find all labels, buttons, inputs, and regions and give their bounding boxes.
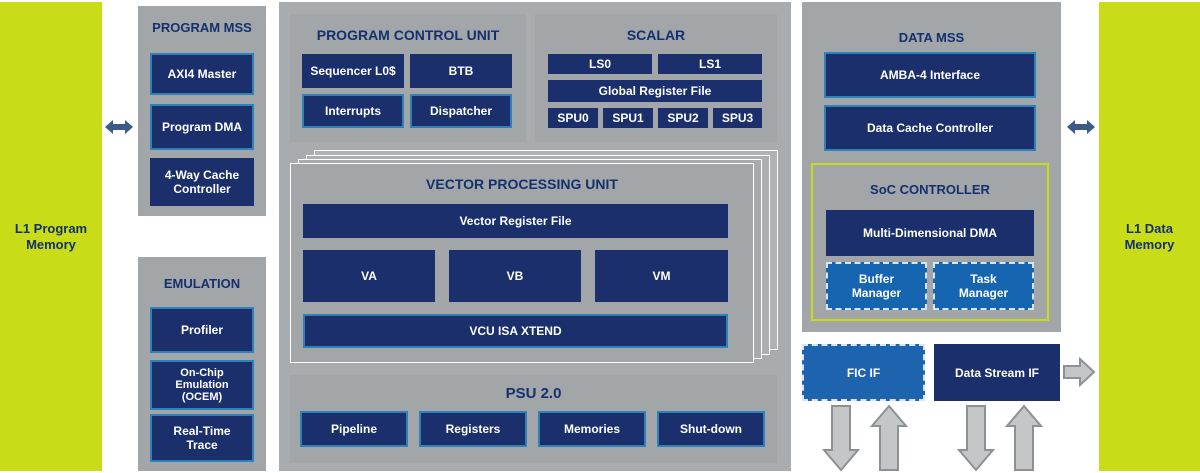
- scalar-title: SCALAR: [626, 27, 686, 43]
- shutdown-label: Shut-down: [680, 422, 742, 436]
- registers-block: Registers: [419, 411, 527, 447]
- ls1-block: LS1: [658, 54, 762, 74]
- ls1-label: LS1: [698, 57, 721, 71]
- vector-register-file-block: Vector Register File: [303, 204, 728, 238]
- data-stream-down-arrow: [957, 405, 995, 472]
- global-register-file-block: Global Register File: [548, 80, 762, 102]
- l1-program-memory-label: L1 Program Memory: [14, 220, 88, 252]
- spu1-label: SPU1: [612, 111, 644, 125]
- spu1-block: SPU1: [603, 108, 653, 128]
- program-mss-title: PROGRAM MSS: [152, 20, 252, 35]
- emulation-title: EMULATION: [163, 276, 241, 291]
- program-control-unit-panel: PROGRAM CONTROL UNIT Sequencer L0$ BTB I…: [290, 14, 526, 142]
- spu2-label: SPU2: [667, 111, 699, 125]
- vcu-isa-xtend-block: VCU ISA XTEND: [303, 314, 728, 348]
- program-mss-panel: PROGRAM MSS AXI4 Master Program DMA 4-Wa…: [138, 6, 266, 216]
- emulation-panel: EMULATION Profiler On-Chip Emulation (OC…: [138, 257, 266, 471]
- interrupts-label: Interrupts: [324, 104, 381, 118]
- sequencer-block: Sequencer L0$: [302, 54, 404, 88]
- data-cache-controller-label: Data Cache Controller: [866, 121, 994, 135]
- btb-label: BTB: [448, 64, 474, 78]
- l1-data-memory: L1 Data Memory: [1099, 2, 1200, 471]
- va-block: VA: [303, 250, 435, 302]
- ocem-block: On-Chip Emulation (OCEM): [150, 360, 254, 410]
- axi4-master-label: AXI4 Master: [167, 67, 237, 81]
- dispatcher-block: Dispatcher: [410, 94, 512, 128]
- sequencer-label: Sequencer L0$: [310, 64, 396, 78]
- vcu-isa-xtend-label: VCU ISA XTEND: [469, 324, 562, 338]
- profiler-label: Profiler: [180, 323, 223, 337]
- profiler-block: Profiler: [150, 307, 254, 353]
- ocem-label: On-Chip Emulation (OCEM): [175, 367, 229, 403]
- data-mss-panel: DATA MSS AMBA-4 Interface Data Cache Con…: [802, 2, 1061, 332]
- fic-up-arrow: [870, 404, 908, 471]
- spu3-label: SPU3: [721, 111, 754, 125]
- soc-controller-panel: SoC CONTROLLER Multi-Dimensional DMA Buf…: [811, 163, 1049, 321]
- program-memory-link-arrow: [105, 120, 133, 134]
- data-cache-controller-block: Data Cache Controller: [824, 105, 1036, 151]
- interrupts-block: Interrupts: [302, 94, 404, 128]
- scalar-panel: SCALAR LS0 LS1 Global Register File SPU0…: [535, 14, 777, 142]
- l1-data-memory-label: L1 Data Memory: [1124, 220, 1175, 252]
- spu3-block: SPU3: [713, 108, 762, 128]
- spu0-block: SPU0: [548, 108, 598, 128]
- vector-processing-unit-panel: VECTOR PROCESSING UNIT Vector Register F…: [290, 163, 754, 363]
- real-time-trace-block: Real-Time Trace: [150, 414, 254, 462]
- program-dma-block: Program DMA: [150, 104, 254, 150]
- fic-if-label: FIC IF: [846, 365, 881, 380]
- multi-dimensional-dma-block: Multi-Dimensional DMA: [826, 210, 1034, 256]
- buffer-manager-label: Buffer Manager: [851, 272, 902, 300]
- spu0-label: SPU0: [557, 111, 589, 125]
- psu-title: PSU 2.0: [505, 385, 562, 402]
- vm-label: VM: [652, 269, 671, 283]
- memories-block: Memories: [538, 411, 646, 447]
- psu-panel: PSU 2.0 Pipeline Registers Memories Shut…: [290, 375, 777, 463]
- cache-controller-block: 4-Way Cache Controller: [150, 158, 254, 206]
- axi4-master-block: AXI4 Master: [150, 53, 254, 95]
- data-memory-link-arrow: [1067, 120, 1095, 134]
- data-stream-if-block: Data Stream IF: [934, 344, 1060, 401]
- ls0-label: LS0: [588, 57, 611, 71]
- vb-label: VB: [506, 269, 524, 283]
- l1-program-memory: L1 Program Memory: [0, 2, 102, 471]
- shutdown-block: Shut-down: [657, 411, 765, 447]
- cache-controller-label: 4-Way Cache Controller: [164, 168, 240, 196]
- task-manager-label: Task Manager: [958, 272, 1009, 300]
- task-manager-block: Task Manager: [933, 262, 1034, 310]
- fic-if-block: FIC IF: [802, 344, 925, 401]
- data-stream-up-arrow: [1005, 404, 1043, 471]
- buffer-manager-block: Buffer Manager: [826, 262, 927, 310]
- spu2-block: SPU2: [658, 108, 708, 128]
- btb-block: BTB: [410, 54, 512, 88]
- memories-label: Memories: [563, 422, 621, 436]
- vm-block: VM: [595, 250, 728, 302]
- amba-interface-block: AMBA-4 Interface: [824, 52, 1036, 98]
- data-mss-title: DATA MSS: [898, 30, 965, 45]
- real-time-trace-label: Real-Time Trace: [173, 424, 231, 452]
- program-dma-label: Program DMA: [161, 120, 242, 134]
- data-stream-if-label: Data Stream IF: [954, 365, 1040, 380]
- amba-interface-label: AMBA-4 Interface: [879, 68, 981, 82]
- va-label: VA: [361, 269, 377, 283]
- program-control-unit-title: PROGRAM CONTROL UNIT: [316, 27, 500, 43]
- data-stream-out-arrow: [1063, 356, 1096, 388]
- vector-register-file-label: Vector Register File: [459, 214, 572, 228]
- soc-controller-title: SoC CONTROLLER: [870, 182, 990, 197]
- pipeline-block: Pipeline: [300, 411, 408, 447]
- vector-processing-unit-title: VECTOR PROCESSING UNIT: [426, 176, 618, 192]
- pipeline-label: Pipeline: [330, 422, 377, 436]
- fic-down-arrow: [822, 405, 860, 472]
- ls0-block: LS0: [548, 54, 652, 74]
- dispatcher-label: Dispatcher: [429, 104, 493, 118]
- vb-block: VB: [449, 250, 581, 302]
- registers-label: Registers: [445, 422, 501, 436]
- global-register-file-label: Global Register File: [598, 84, 712, 98]
- multi-dimensional-dma-label: Multi-Dimensional DMA: [863, 226, 997, 240]
